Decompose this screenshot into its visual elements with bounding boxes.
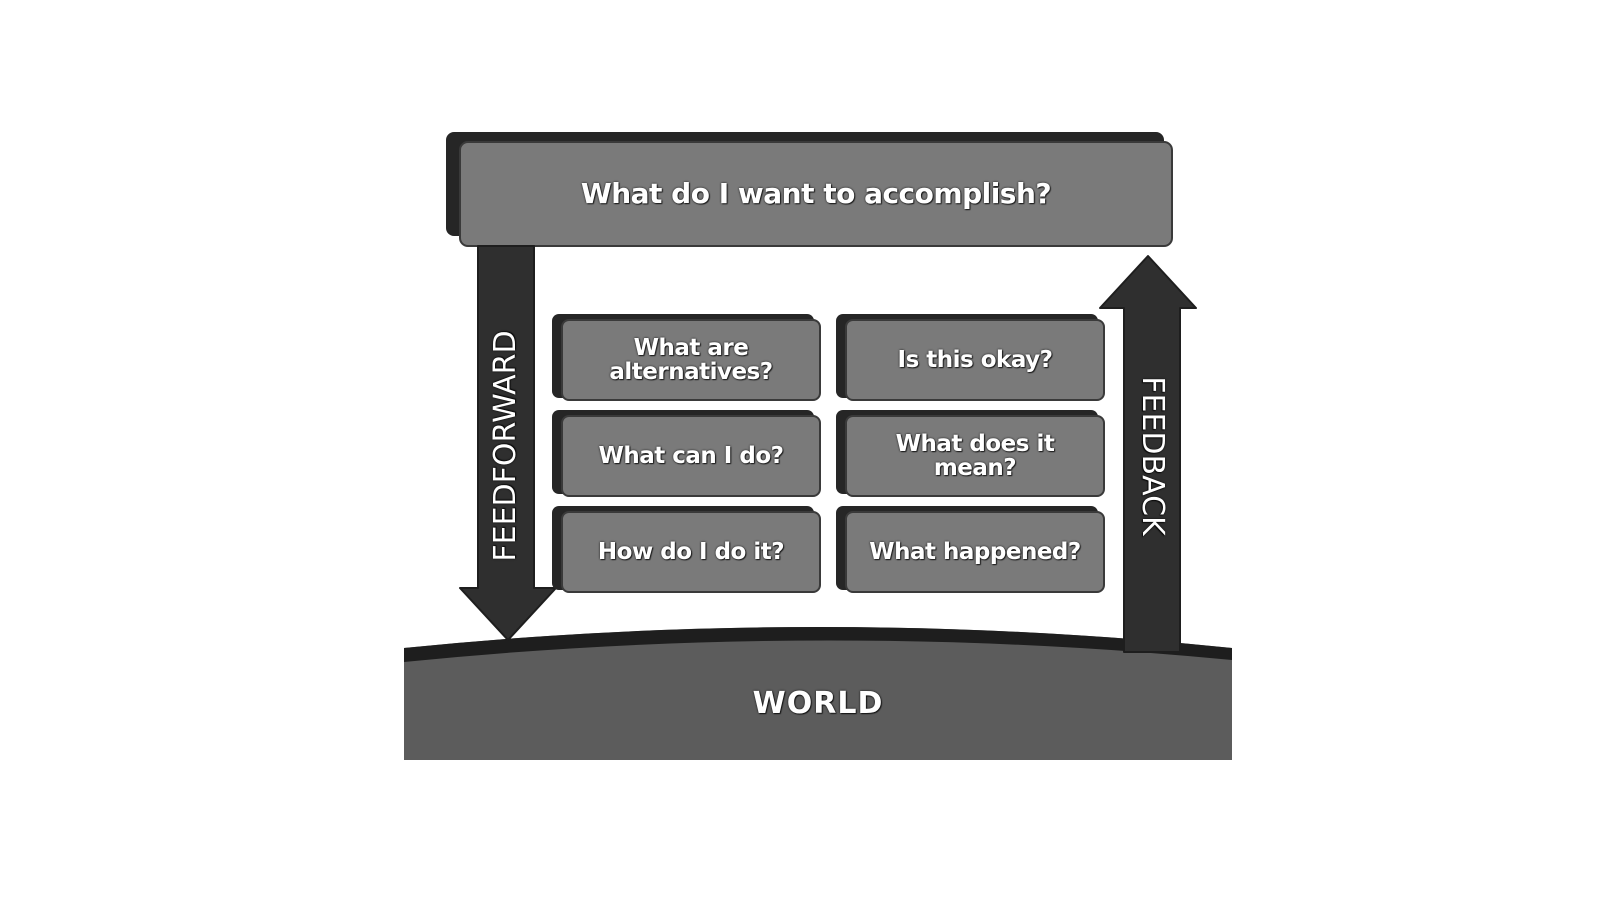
question-is-this-okay: Is this okay? [856, 320, 1094, 400]
world-label: WORLD [404, 676, 1232, 732]
feedforward-label: FEEDFORWARD [486, 336, 526, 556]
question-what-does-it-mean: What does it mean? [866, 416, 1084, 496]
question-what-can-i-do: What can I do? [572, 416, 810, 496]
question-how-do-i-do-it: How do I do it? [572, 512, 810, 592]
feedback-label: FEEDBACK [1132, 356, 1172, 556]
goal-question-label: What do I want to accomplish? [460, 142, 1172, 246]
question-what-happened: What happened? [856, 512, 1094, 592]
question-alternatives: What are alternatives? [572, 320, 810, 400]
